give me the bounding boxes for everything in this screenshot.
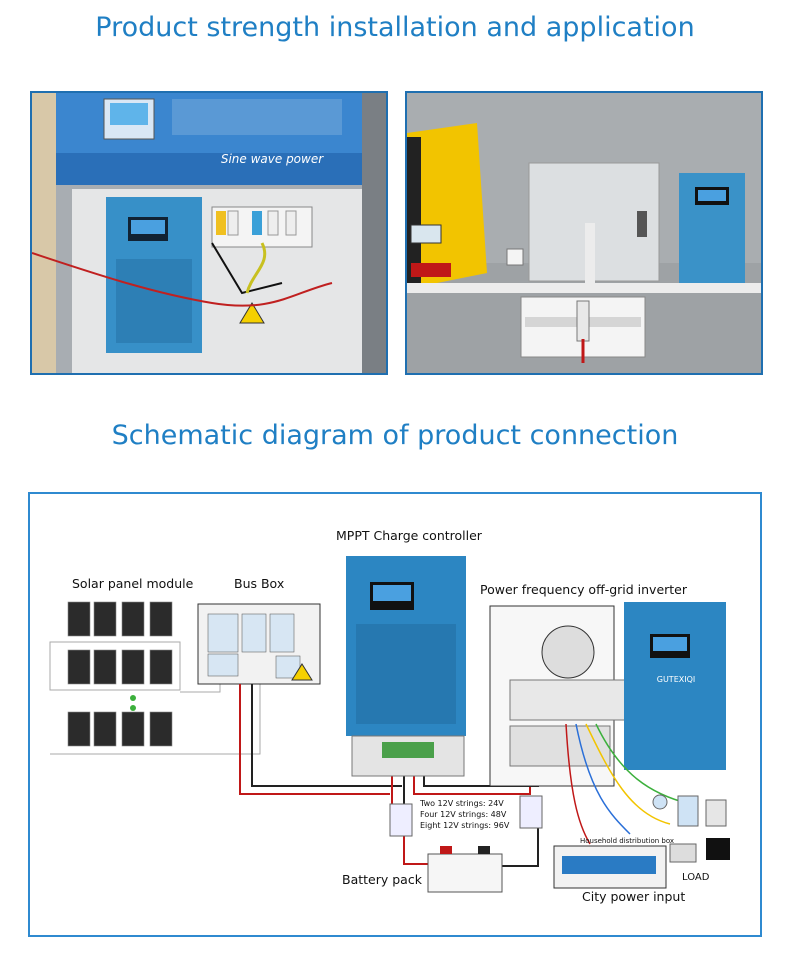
inverter-label: Power frequency off-grid inverter xyxy=(480,582,688,597)
string-96v: Eight 12V strings: 96V xyxy=(420,821,510,830)
city-power-label: City power input xyxy=(582,889,686,904)
inverter-brand: GUTEXIQI xyxy=(657,675,696,684)
connection-schematic: GUTEXIQI MPPT Charge controller Solar pa… xyxy=(28,492,762,937)
battery-label: Battery pack xyxy=(342,872,422,887)
household-label: Household distribution box xyxy=(580,837,675,845)
installation-heading: Product strength installation and applic… xyxy=(95,12,695,43)
solar-label: Solar panel module xyxy=(72,576,194,591)
inverter-label: Sine wave power xyxy=(221,152,324,166)
installation-photo-cabinet: Sine wave power xyxy=(30,91,388,375)
string-24v: Two 12V strings: 24V xyxy=(420,799,504,808)
solar-panels xyxy=(67,601,173,747)
schematic-heading: Schematic diagram of product connection xyxy=(111,420,679,451)
load-label: LOAD xyxy=(682,872,710,883)
installation-photo-wall xyxy=(405,91,763,375)
mppt-label: MPPT Charge controller xyxy=(336,528,482,543)
string-48v: Four 12V strings: 48V xyxy=(420,810,507,819)
busbox-label: Bus Box xyxy=(234,576,285,591)
